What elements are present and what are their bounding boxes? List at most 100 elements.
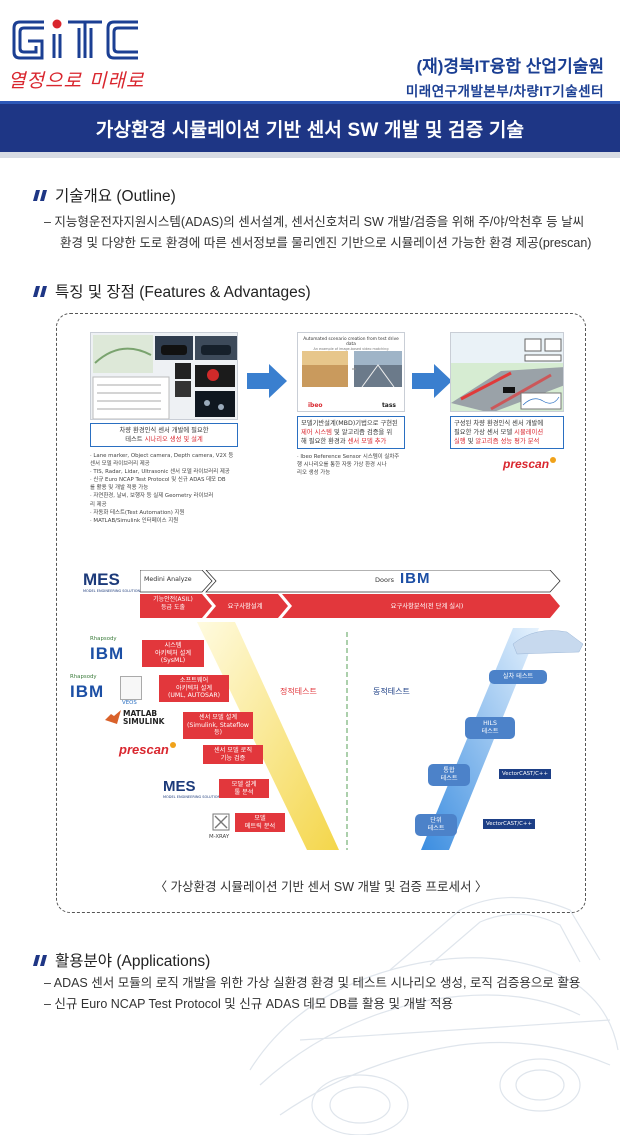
step1-note: 리 제공 <box>90 501 107 508</box>
diagram-caption: 〈 가상환경 시뮬레이션 기반 센서 SW 개발 및 검증 프로세서 〉 <box>154 880 488 894</box>
step2-screen-title: Automated scenario creation from test dr… <box>303 337 399 347</box>
v-left-step-3-line: (Simulink, Stateflow 등) <box>186 721 249 737</box>
step1-note: 를 활용 및 개발 적용 가능 <box>90 485 149 492</box>
mxray-label: M-XRAY <box>209 834 230 840</box>
title-bar: 가상환경 시뮬레이션 기반 센서 SW 개발 및 검증 기술 <box>0 101 620 152</box>
step3-caption: 구성된 차량 환경인식 센서 개발에 필요한 가상 센서 모델 시뮬레이션 실행… <box>450 416 564 449</box>
tass-logo: tass <box>381 402 396 409</box>
divider <box>0 152 620 158</box>
flow-arrow-icon <box>247 364 287 398</box>
step1-note: · MATLAB/Simulink 인터페이스 지원 <box>90 517 179 524</box>
step2-screenshot-art <box>302 351 402 388</box>
v-left-step-4-line: 기능 검증 <box>220 754 246 762</box>
step1-note: · Lane marker, Object camera, Depth came… <box>90 453 234 459</box>
mes-logo-2: MES <box>163 778 196 795</box>
ibm-rhapsody-logo-2: IBM <box>70 682 105 701</box>
outline-line-1: – 지능형운전자지원시스템(ADAS)의 센서설계, 센서신호처리 SW 개발/… <box>44 215 585 229</box>
asil-line: 기능안전(ASIL) <box>153 596 193 603</box>
prescan-dot-icon <box>169 742 176 748</box>
applications-heading: 활용분야 (Applications) <box>33 949 210 971</box>
v-right-step-3: 통합 테스트 <box>428 764 470 786</box>
rhapsody-label: Rhapsody <box>90 636 117 642</box>
prescan-logo-text: prescan <box>503 457 550 471</box>
v-left-step-1-line: 시스템 <box>164 642 182 649</box>
matlab-simulink-logo: MATLAB SIMULINK <box>123 710 164 726</box>
page-title: 가상환경 시뮬레이션 기반 센서 SW 개발 및 검증 기술 <box>95 119 525 141</box>
step2-note: · Ibeo Reference Sensor 시스템이 실차주 <box>297 454 400 460</box>
flow-arrow-icon <box>412 364 452 398</box>
step3-screenshot-art <box>451 333 563 411</box>
prescan-logo-2: prescan <box>119 742 176 757</box>
step2-note: 행 시나리오를 통한 자동 가상 환경 시나 <box>297 462 387 469</box>
v-left-step-1: 시스템 아키텍처 설계 (SysML) <box>142 640 204 667</box>
v-left-step-1-line: 아키텍처 설계 <box>154 649 192 657</box>
step2-caption-line1: 모델기반설계(MBD)기법으로 구현된 <box>301 420 398 427</box>
applications-line-2: – 신규 Euro NCAP Test Protocol 및 신규 ADAS 데… <box>44 997 453 1011</box>
step1-screenshot-art <box>91 333 237 419</box>
mes-logo-2-subtitle: MODEL ENGINEERING SOLUTIONS <box>163 795 223 799</box>
v-left-step-2-line: 아키텍처 설계 <box>175 684 213 692</box>
v-left-step-5: 모델 설계 툴 분석 <box>219 779 269 798</box>
outline-heading: 기술개요 (Outline) <box>33 184 176 206</box>
v-left-step-5-line: 모델 설계 <box>231 781 257 788</box>
step1-note: · 신규 Euro NCAP Test Protocol 및 신규 ADAS 데… <box>90 477 226 484</box>
v-left-step-3: 센서 모델 설계 (Simulink, Stateflow 등) <box>183 712 253 739</box>
org-name: (재)경북IT융합 산업기술원 <box>416 57 604 76</box>
static-test-label: 정적테스트 <box>280 687 317 696</box>
dspace-box-icon <box>120 676 142 700</box>
features-heading: 특징 및 장점 (Features & Advantages) <box>33 280 311 302</box>
organization: (재)경북IT융합 산업기술원 미래연구개발본부/차량IT기술센터 <box>406 52 604 100</box>
step3-caption-hl2: 실행 <box>454 438 466 445</box>
mxray-icon <box>212 813 230 831</box>
step2-caption: 모델기반설계(MBD)기법으로 구현된 제어 시스템 및 알고리즘 검증을 위 … <box>297 416 405 449</box>
asil-step: 기능안전(ASIL) 등급 도출 <box>140 596 206 612</box>
v-left-step-3-line: 센서 모델 설계 <box>198 714 238 721</box>
matlab-text: MATLAB <box>123 709 158 718</box>
matlab-icon <box>105 710 121 724</box>
outline-title: 기술개요 (Outline) <box>55 188 176 205</box>
v-left-step-2-line: 소프트웨어 <box>179 677 209 684</box>
page-header: 열정으로 미래로 (재)경북IT융합 산업기술원 미래연구개발본부/차량IT기술… <box>0 0 620 100</box>
step1-caption-line2b: 시나리오 생성 및 설계 <box>144 436 203 443</box>
mes-logo-subtitle: MODEL ENGINEERING SOLUTIONS <box>83 589 143 593</box>
v-right-step-3-line: 테스트 <box>440 775 458 782</box>
step3-caption-and: 및 <box>465 438 476 445</box>
v-left-step-4-line: 센서 모델 로직 <box>213 747 253 754</box>
simulink-text: SIMULINK <box>123 717 165 726</box>
v-right-step-2-line: 테스트 <box>481 728 499 735</box>
medini-analyze-label: Medini Analyze <box>144 576 192 583</box>
v-left-step-6-line: 메트릭 분석 <box>244 822 276 830</box>
v-left-step-1-line: (SysML) <box>160 657 186 664</box>
prescan-logo-2-text: prescan <box>119 742 169 757</box>
v-right-step-1-line: 실차 테스트 <box>502 673 534 680</box>
step3-caption-hl3: 알고리즘 성능 평가 분석 <box>475 438 540 445</box>
veos-label: VEOS <box>122 700 137 706</box>
vectorcast-label-2: VectorCAST/C++ <box>483 819 535 829</box>
v-left-step-6-line: 모델 <box>254 815 266 822</box>
step1-note: 센서 모델 라이브러리 제공 <box>90 461 150 468</box>
dynamic-test-label: 동적테스트 <box>373 687 410 696</box>
v-right-step-2: HILS 테스트 <box>465 717 515 739</box>
slogan: 열정으로 미래로 <box>8 70 145 92</box>
step3-caption-line2: 필요한 가상 센서 모델 <box>454 429 515 436</box>
org-subtitle: 미래연구개발본부/차량IT기술센터 <box>405 84 604 99</box>
applications-title: 활용분야 (Applications) <box>55 953 211 970</box>
v-left-step-4: 센서 모델 로직 기능 검증 <box>203 745 263 764</box>
step3-screenshot <box>450 332 564 412</box>
step2-screenshot: Automated scenario creation from test dr… <box>297 332 405 412</box>
v-left-step-6: 모델 메트릭 분석 <box>235 813 285 832</box>
prescan-logo: prescan <box>503 457 557 471</box>
step2-caption-line3: 해 필요한 환경과 <box>301 438 348 445</box>
applications-line-1: – ADAS 센서 모듈의 로직 개발을 위한 가상 실환경 환경 및 테스트 … <box>44 976 581 990</box>
step2-note: 리오 생성 가능 <box>297 470 331 477</box>
step2-caption-hl1: 제어 시스템 <box>301 429 332 436</box>
step1-note: · TIS, Radar, Lidar, Ultrasonic 센서 모델 라이… <box>90 469 230 476</box>
step1-caption-line2a: 테스트 <box>125 436 145 443</box>
mes-logo: MES <box>83 570 120 589</box>
v-right-step-4-line: 테스트 <box>427 825 445 832</box>
vectorcast-label: VectorCAST/C++ <box>499 769 551 779</box>
v-left-step-5-line: 툴 분석 <box>234 788 254 796</box>
ibm-logo: IBM <box>400 570 431 587</box>
v-right-step-4-line: 단위 <box>430 817 442 824</box>
background-car-illustration <box>249 897 619 1135</box>
